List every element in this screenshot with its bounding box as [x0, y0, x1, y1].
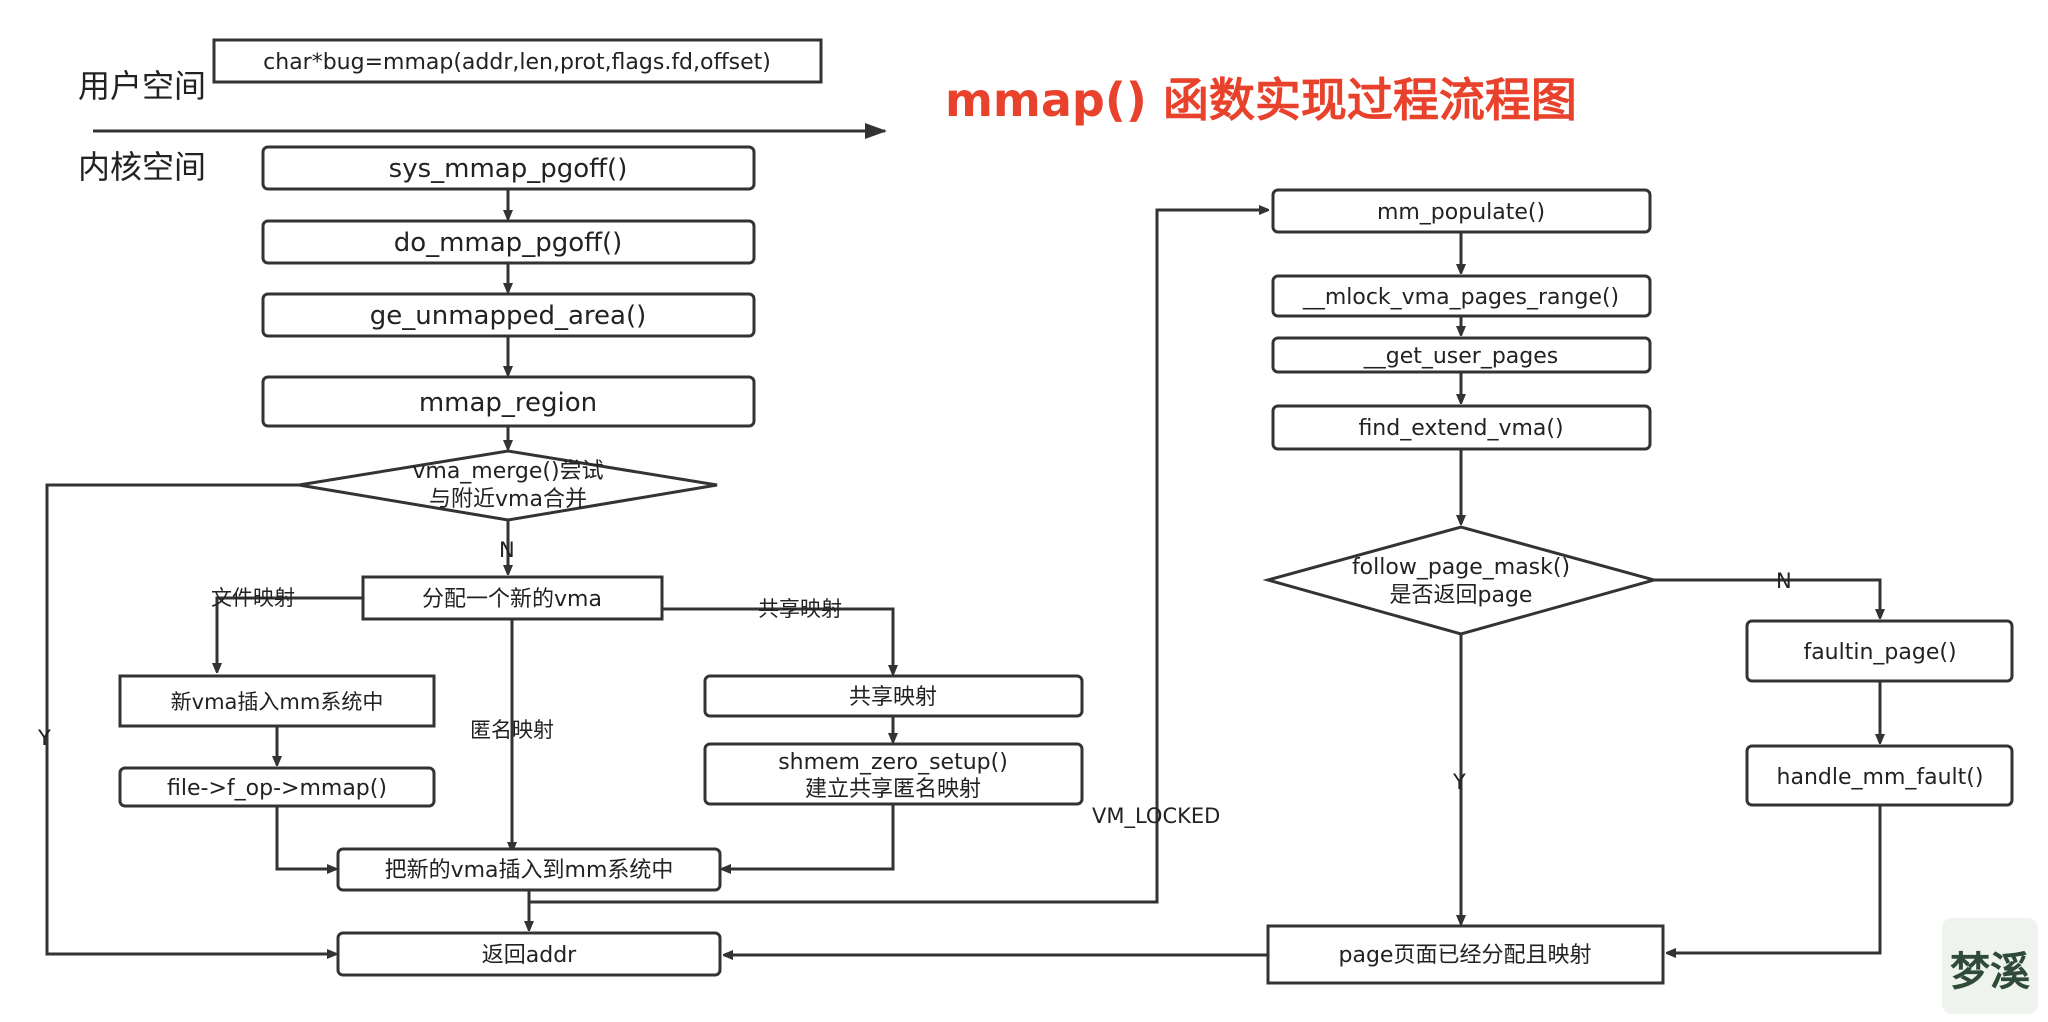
svg-text:char*bug=mmap(addr,len,prot,fl: char*bug=mmap(addr,len,prot,flags.fd,off…	[263, 50, 771, 75]
node-mm-populate: mm_populate()	[1271, 188, 1652, 234]
edge-label-anon-map: 匿名映射	[470, 718, 554, 742]
node-follow-page-mask: follow_page_mask() 是否返回page	[1262, 525, 1660, 636]
node-insert-vma-mm: 把新的vma插入到mm系统中	[336, 847, 722, 892]
edge-label-follow-n: N	[1776, 569, 1792, 593]
svg-text:把新的vma插入到mm系统中: 把新的vma插入到mm系统中	[385, 858, 674, 883]
node-vma-merge: vma_merge()尝试 与附近vma合并	[298, 449, 718, 522]
node-find-extend-vma: find_extend_vma()	[1271, 404, 1652, 451]
svg-text:建立共享匿名映射: 建立共享匿名映射	[805, 777, 981, 802]
edge-label-follow-y: Y	[1452, 770, 1466, 794]
node-page-mapped: page页面已经分配且映射	[1266, 924, 1665, 985]
node-mmap-call: char*bug=mmap(addr,len,prot,flags.fd,off…	[212, 38, 823, 84]
svg-text:find_extend_vma(): find_extend_vma()	[1358, 416, 1563, 441]
svg-text:是否返回page: 是否返回page	[1390, 583, 1533, 608]
node-insert-file-vma: 新vma插入mm系统中	[118, 674, 436, 728]
node-get-unmapped-area: ge_unmapped_area()	[261, 292, 756, 338]
svg-text:ge_unmapped_area(): ge_unmapped_area()	[370, 301, 647, 331]
node-shmem-setup: shmem_zero_setup() 建立共享匿名映射	[703, 742, 1084, 806]
diagram-title: mmap() 函数实现过程流程图	[945, 73, 1577, 127]
svg-text:shmem_zero_setup(): shmem_zero_setup()	[778, 750, 1008, 775]
svg-text:vma_merge()尝试: vma_merge()尝试	[412, 459, 603, 484]
node-fop-mmap: file->f_op->mmap()	[118, 766, 436, 808]
svg-text:与附近vma合并: 与附近vma合并	[429, 487, 587, 512]
edge-label-shared-map: 共享映射	[758, 597, 842, 621]
node-get-user-pages: __get_user_pages	[1271, 336, 1652, 374]
edge-label-merge-y: Y	[37, 726, 51, 750]
edge-label-merge-n: N	[499, 538, 515, 562]
node-do-mmap-pgoff: do_mmap_pgoff()	[261, 219, 756, 265]
svg-text:返回addr: 返回addr	[482, 943, 577, 968]
svg-text:sys_mmap_pgoff(): sys_mmap_pgoff()	[389, 154, 628, 184]
svg-text:mm_populate(): mm_populate()	[1377, 200, 1545, 225]
kernel-space-label: 内核空间	[78, 148, 206, 186]
svg-text:file->f_op->mmap(): file->f_op->mmap()	[167, 776, 387, 801]
node-mlock-vma: __mlock_vma_pages_range()	[1271, 274, 1652, 318]
edge-label-file-map: 文件映射	[211, 586, 295, 610]
svg-text:__get_user_pages: __get_user_pages	[1363, 344, 1559, 369]
node-shared-map: 共享映射	[703, 674, 1084, 718]
node-mmap-region: mmap_region	[261, 375, 756, 428]
svg-text:mmap_region: mmap_region	[419, 388, 597, 418]
user-space-label: 用户空间	[78, 67, 206, 105]
watermark-seal: 梦溪	[1942, 918, 2038, 1014]
svg-text:分配一个新的vma: 分配一个新的vma	[422, 587, 602, 612]
svg-text:梦溪: 梦溪	[1950, 949, 2030, 995]
node-faultin-page: faultin_page()	[1745, 619, 2014, 683]
svg-text:共享映射: 共享映射	[849, 685, 937, 710]
svg-text:do_mmap_pgoff(): do_mmap_pgoff()	[394, 228, 623, 258]
node-sys-mmap-pgoff: sys_mmap_pgoff()	[261, 145, 756, 191]
node-handle-mm-fault: handle_mm_fault()	[1745, 744, 2014, 807]
svg-text:page页面已经分配且映射: page页面已经分配且映射	[1339, 943, 1592, 968]
svg-text:follow_page_mask(): follow_page_mask()	[1352, 555, 1570, 580]
node-return-addr: 返回addr	[336, 931, 722, 977]
svg-text:__mlock_vma_pages_range(): __mlock_vma_pages_range()	[1302, 285, 1619, 310]
edge-label-vm-locked: VM_LOCKED	[1092, 804, 1220, 829]
svg-text:handle_mm_fault(): handle_mm_fault()	[1777, 765, 1984, 790]
svg-text:新vma插入mm系统中: 新vma插入mm系统中	[171, 690, 384, 714]
node-alloc-vma: 分配一个新的vma	[361, 575, 664, 621]
svg-text:faultin_page(): faultin_page()	[1803, 640, 1956, 665]
